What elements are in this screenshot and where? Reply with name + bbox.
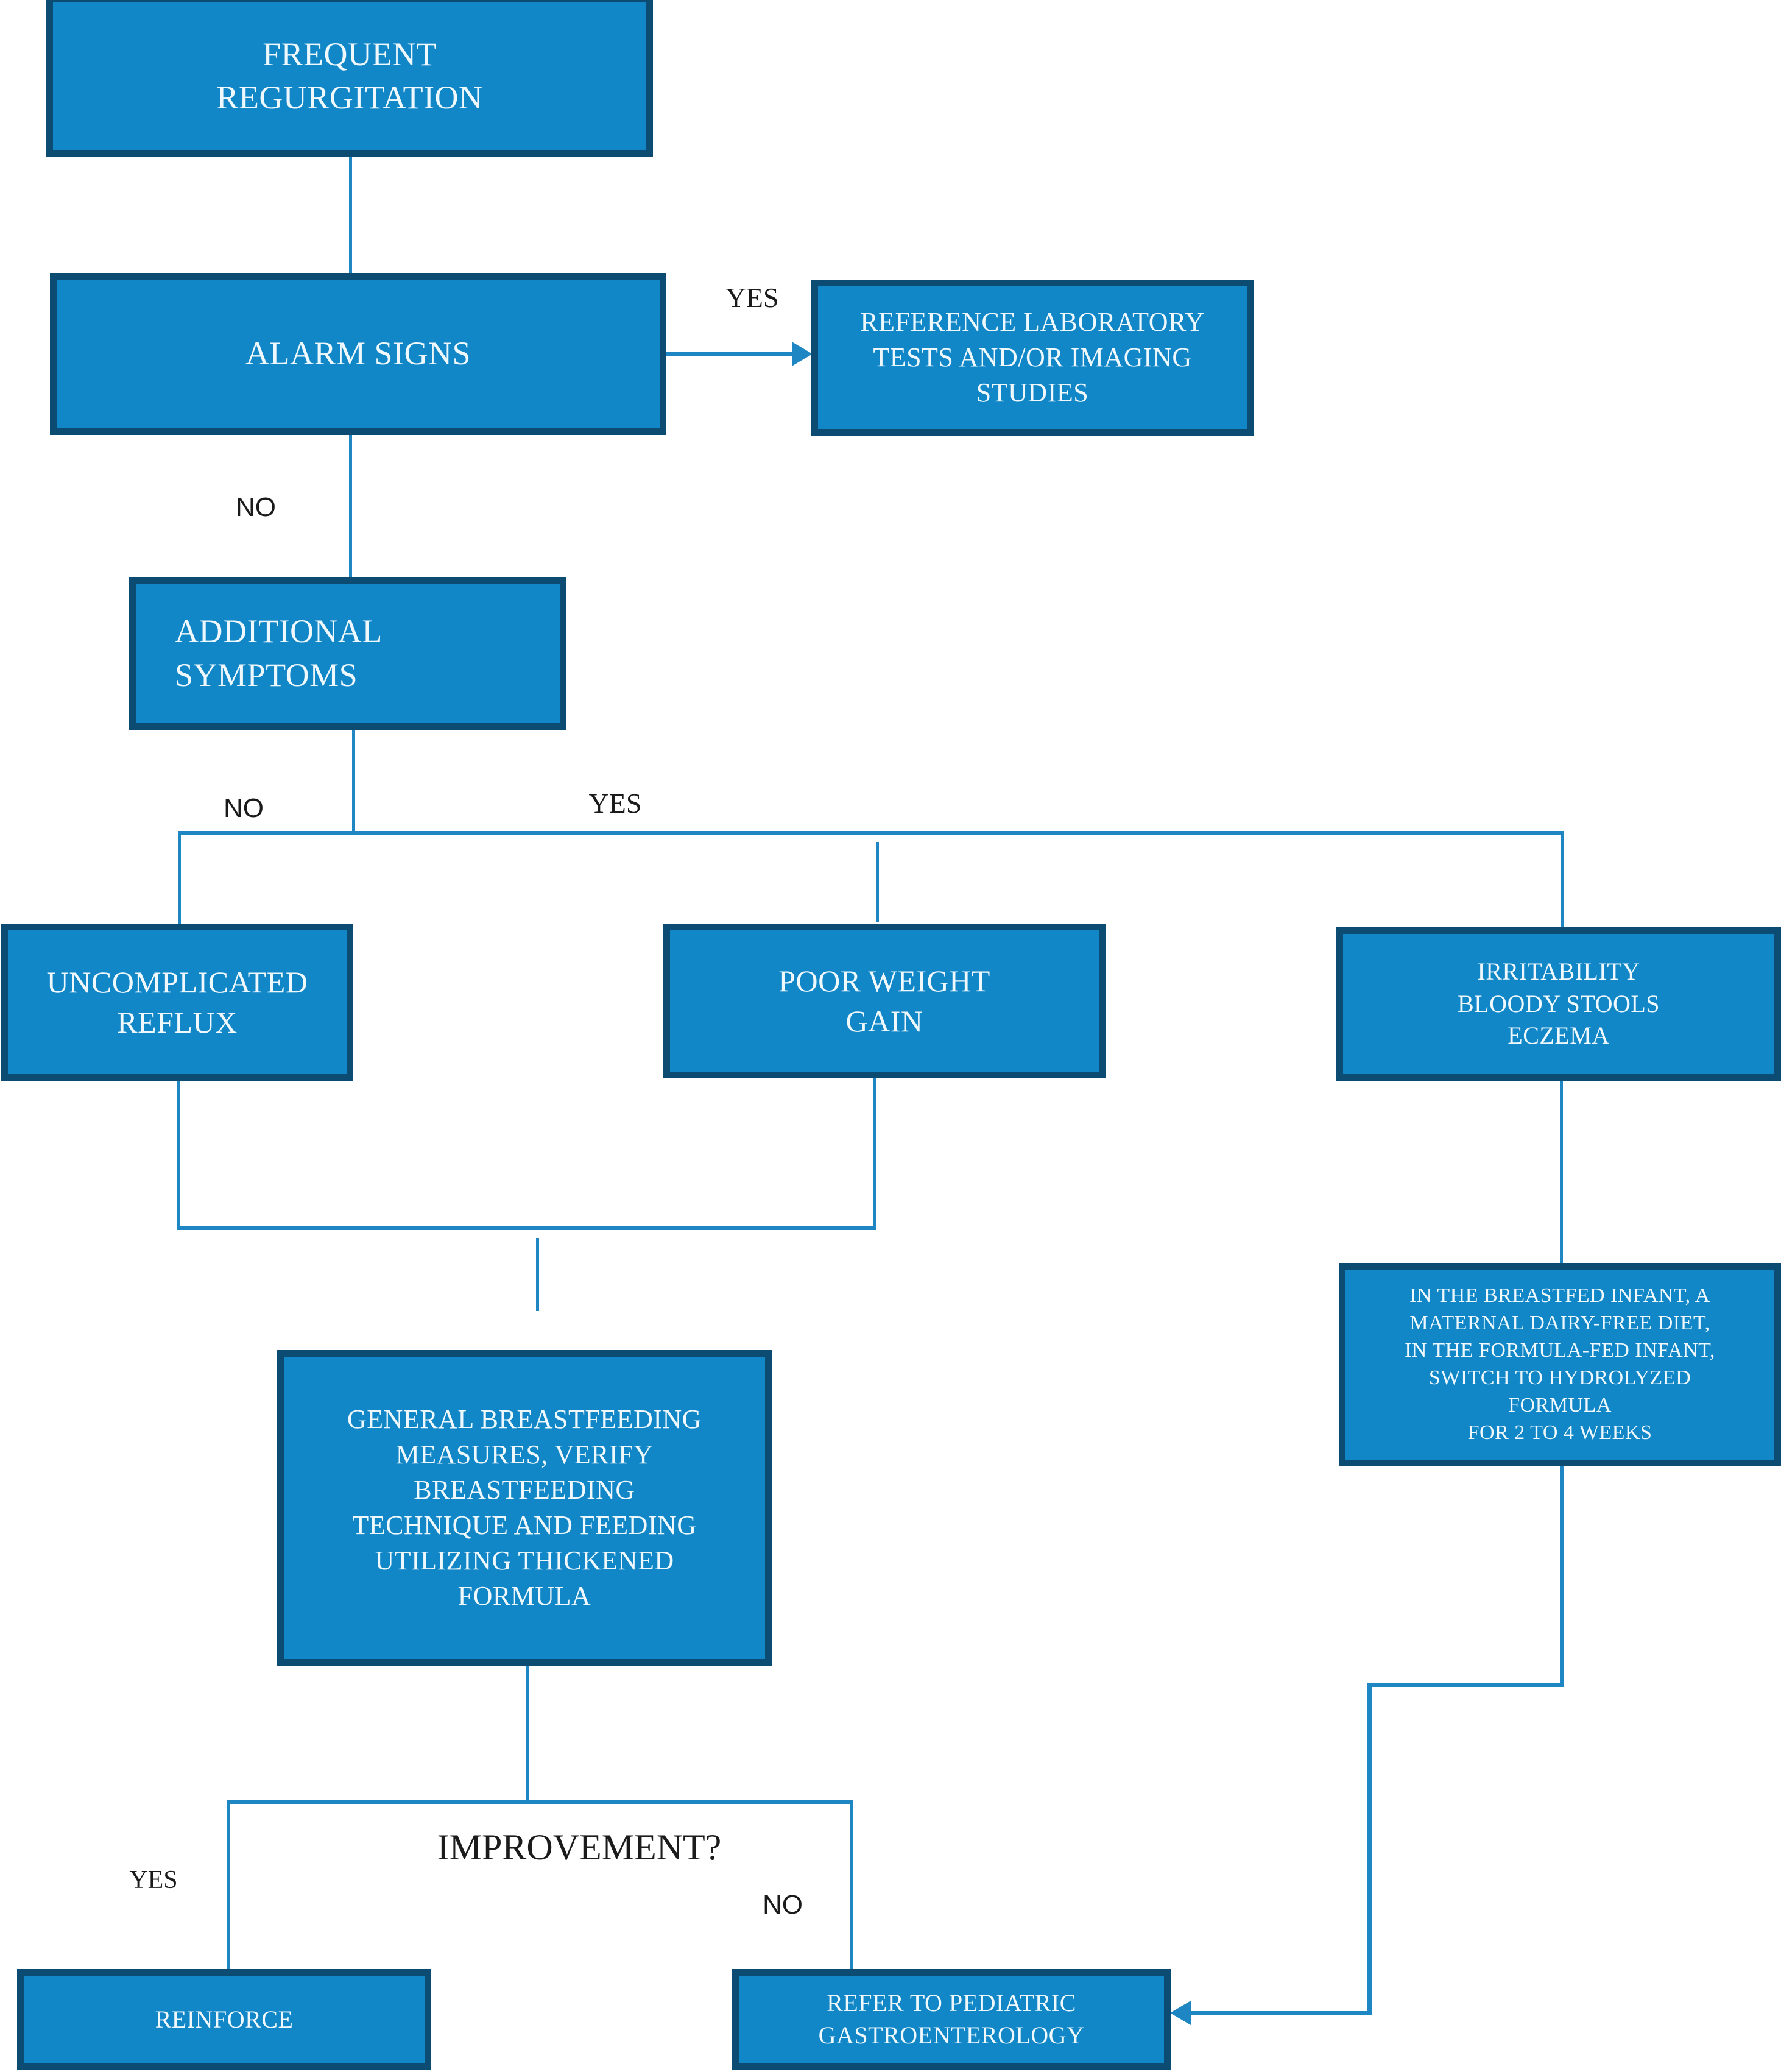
- branch-drop-irritability: [1561, 835, 1564, 928]
- merge-drop-poor-weight: [873, 1078, 876, 1229]
- connector-additional-to-branch: [352, 730, 355, 833]
- connector-into-refer: [1189, 2011, 1372, 2015]
- connector-alarm-to-additional: [349, 434, 352, 578]
- merge-stub-to-general: [536, 1238, 539, 1311]
- merge-drop-uncomplicated: [177, 1081, 180, 1229]
- improvement-horizontal-line: [227, 1800, 853, 1804]
- label-no-bottom: NO: [763, 1890, 803, 1920]
- node-poor-weight-gain: POOR WEIGHT GAIN: [663, 924, 1106, 1078]
- improvement-drop-yes: [227, 1804, 230, 1970]
- connector-alarm-to-reference: [666, 352, 795, 356]
- node-general-breastfeeding: GENERAL BREASTFEEDING MEASURES, VERIFY B…: [277, 1350, 772, 1666]
- label-yes-bottom: YES: [129, 1866, 178, 1894]
- hydrolyzed-jog-horizontal: [1367, 1683, 1564, 1687]
- hydrolyzed-jog-vertical: [1367, 1683, 1372, 2015]
- connector-frequent-to-alarm: [349, 156, 352, 274]
- node-frequent-regurgitation: FREQUENT REGURGITATION: [46, 0, 653, 157]
- improvement-drop-no: [850, 1804, 853, 1970]
- arrowhead-into-reference-lab: [792, 342, 813, 366]
- arrowhead-into-refer: [1170, 2001, 1191, 2025]
- node-hydrolyzed-formula: IN THE BREASTFED INFANT, A MATERNAL DAIR…: [1339, 1263, 1781, 1466]
- label-no-top: NO: [236, 492, 276, 522]
- connector-general-to-improvement: [526, 1664, 529, 1802]
- connector-hydrolyzed-down: [1560, 1465, 1564, 1687]
- node-alarm-signs: ALARM SIGNS: [50, 273, 666, 435]
- label-yes-top: YES: [725, 282, 779, 313]
- merge-horizontal-line: [177, 1226, 876, 1230]
- node-reinforce: REINFORCE: [17, 1969, 431, 2070]
- label-improvement: IMPROVEMENT?: [437, 1827, 722, 1867]
- branch-drop-uncomplicated: [178, 835, 181, 925]
- connector-irritability-to-hydrolyzed: [1560, 1081, 1563, 1264]
- node-refer-gastroenterology: REFER TO PEDIATRIC GASTROENTEROLOGY: [732, 1969, 1171, 2070]
- branch-drop-poor-weight: [876, 842, 879, 922]
- branch-horizontal-line: [178, 831, 1564, 835]
- node-uncomplicated-reflux: UNCOMPLICATED REFLUX: [1, 924, 353, 1081]
- node-reference-laboratory: REFERENCE LABORATORY TESTS AND/OR IMAGIN…: [811, 280, 1254, 436]
- node-irritability: IRRITABILITY BLOODY STOOLS ECZEMA: [1336, 927, 1781, 1081]
- label-no-mid: NO: [224, 793, 264, 823]
- node-additional-symptoms: ADDITIONAL SYMPTOMS: [129, 577, 566, 730]
- label-yes-mid: YES: [588, 788, 642, 819]
